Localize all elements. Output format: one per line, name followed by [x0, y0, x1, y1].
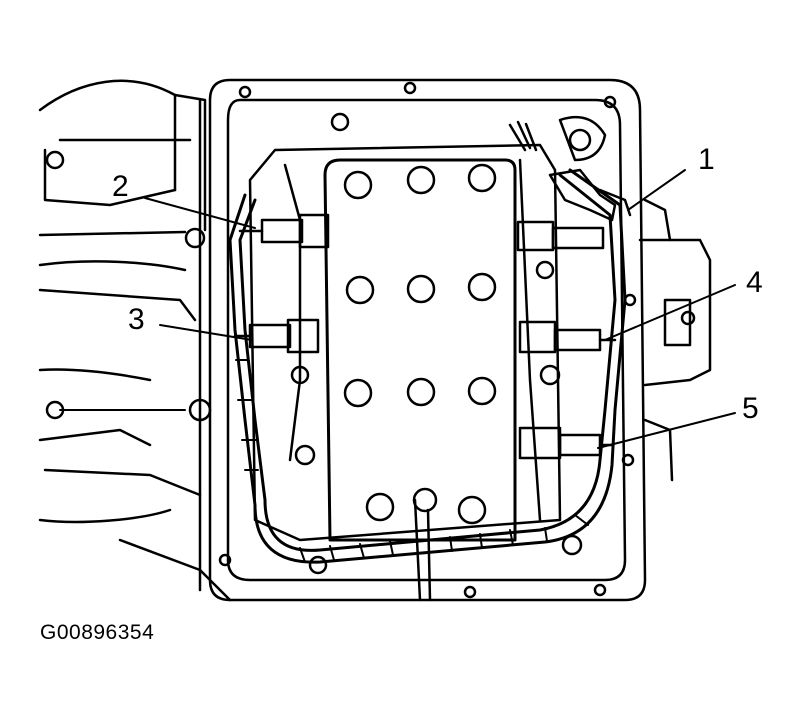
- figure-id: G00896354: [40, 621, 155, 644]
- callout-3: 3: [128, 303, 145, 336]
- leader-line-3: [159, 324, 253, 341]
- leader-line-4: [604, 284, 736, 341]
- connector-4: [518, 320, 617, 354]
- leader-line-1: [627, 169, 686, 211]
- pan-flange: [208, 78, 647, 602]
- callout-5: 5: [742, 392, 759, 425]
- plate-bolts: [343, 163, 497, 525]
- connector-2: [238, 213, 330, 249]
- connector-3: [233, 318, 320, 354]
- leader-lines: [144, 169, 736, 449]
- callout-2: 2: [112, 170, 129, 203]
- valve-body: [248, 112, 607, 575]
- transmission-case: [38, 79, 232, 602]
- case-right: [638, 198, 712, 482]
- callout-1: 1: [698, 143, 715, 176]
- wiring-harness: [228, 168, 627, 564]
- leader-line-2: [144, 197, 256, 229]
- connector-upper-right: [516, 220, 605, 252]
- case-bolt-upper: [184, 227, 206, 249]
- callout-4: 4: [746, 266, 763, 299]
- leader-line-5: [597, 412, 736, 449]
- separator-plate: [323, 158, 517, 602]
